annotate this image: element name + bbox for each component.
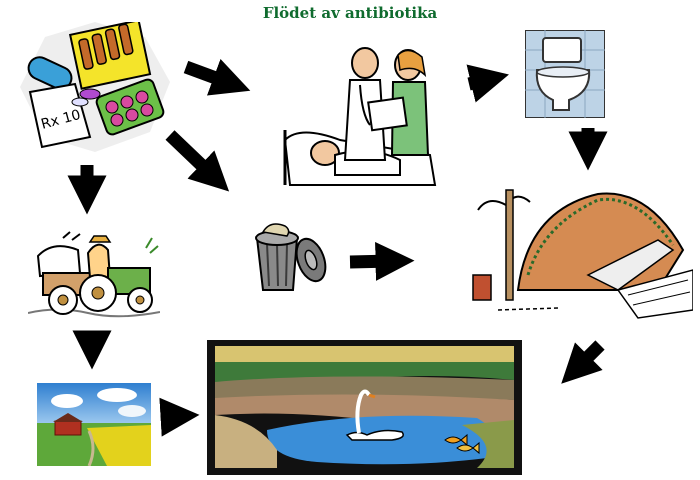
node-medicine: Rx 10 [20,22,170,152]
arrow-landfill-to-lake [561,340,605,384]
arrow-medicine-to-hospital [183,58,251,96]
fish-group [444,433,480,455]
arrow-trash-to-landfill [349,241,415,281]
hospital-patient-doctors-icon [283,47,437,186]
diagram-title: Flödet av antibiotika [262,4,438,22]
landfill-mound-icon [472,189,693,319]
node-trash [245,218,330,293]
arrow-hospital-to-toilet [466,64,509,103]
node-lake [207,340,522,475]
medicine-pills-icon: Rx 10 [20,22,170,152]
arrow-medicine-to-trash [165,130,230,192]
node-landfill [468,180,693,320]
node-farmland [37,383,151,466]
node-livestock [28,228,160,328]
node-toilet [525,30,605,118]
lake-swan-fish-icon [207,340,522,475]
node-hospital [280,45,440,195]
trash-can-icon [255,223,327,291]
farmer-tractor-cow-icon [28,231,160,318]
farmland-barn-icon [37,383,151,466]
toilet-icon [525,30,605,118]
arrow-farmland-to-lake [159,397,200,437]
